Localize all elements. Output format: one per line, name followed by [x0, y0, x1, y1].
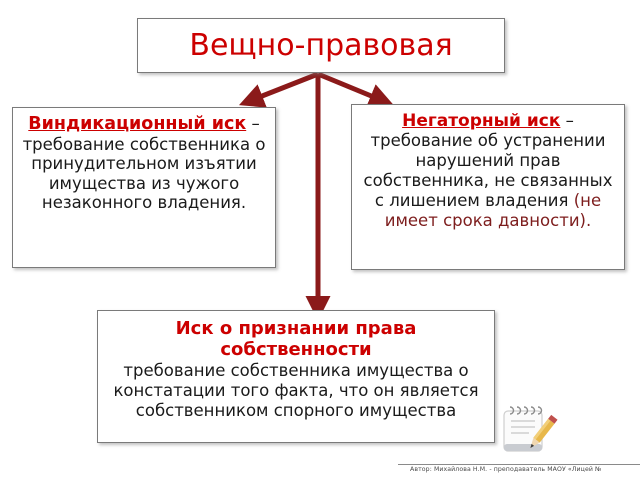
- node-vindication-content: Виндикационный иск – требование собствен…: [19, 114, 269, 213]
- node-vindication-term: Виндикационный иск: [28, 114, 247, 134]
- node-negatory-dash: –: [560, 111, 574, 130]
- notepad-pencil-icon: [503, 406, 558, 452]
- node-ownership-recognition-description: требование собственника имущества о конс…: [113, 361, 479, 420]
- node-ownership-recognition-term: Иск о признании права собственности: [175, 318, 417, 360]
- node-vindication-dash: –: [246, 114, 260, 133]
- footer-divider: [398, 464, 640, 465]
- node-vindication-claim: Виндикационный иск – требование собствен…: [12, 107, 276, 268]
- node-ownership-recognition-claim: Иск о признании права собственности треб…: [97, 310, 495, 443]
- footer-credit: Автор: Михайлова Н.М. - преподаватель МА…: [410, 466, 602, 473]
- node-negatory-description: требование об устранении нарушений прав …: [363, 131, 613, 210]
- node-negatory-note: (не имеет срока давности).: [384, 190, 602, 230]
- node-negatory-content: Негаторный иск – требование об устранени…: [357, 111, 619, 230]
- node-vindication-description: требование собственника о принудительном…: [22, 134, 266, 213]
- node-negatory-term: Негаторный иск: [402, 111, 561, 131]
- node-negatory-claim: Негаторный иск – требование об устранени…: [351, 104, 625, 270]
- diagram-title: Вещно-правовая: [189, 27, 453, 63]
- diagram-title-box: Вещно-правовая: [137, 18, 505, 73]
- arrow-to-negatory: [317, 71, 394, 108]
- arrow-to-vindication: [238, 71, 319, 108]
